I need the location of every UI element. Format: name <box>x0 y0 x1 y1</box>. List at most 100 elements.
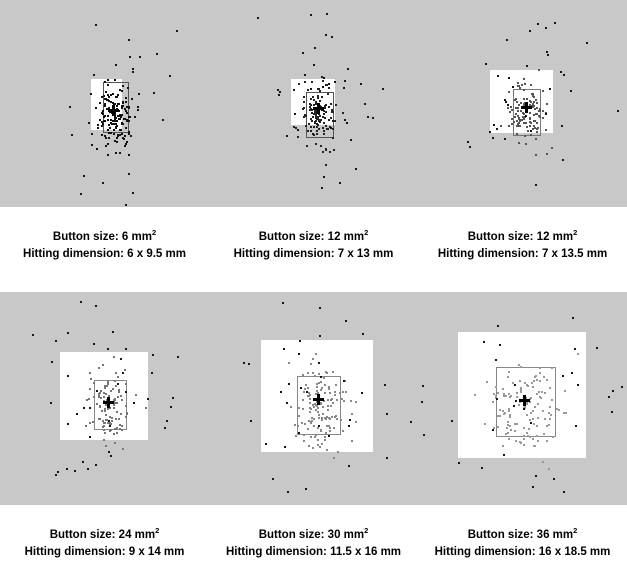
hit-point <box>114 118 116 120</box>
hit-point <box>309 407 311 409</box>
hit-point <box>495 386 497 388</box>
hit-point <box>544 392 546 394</box>
hit-point <box>526 384 528 386</box>
hit-point-outlier <box>349 419 352 422</box>
hit-point <box>324 105 326 107</box>
hit-point-outlier <box>57 471 59 473</box>
hit-point <box>117 396 119 398</box>
hit-point <box>104 98 106 100</box>
hit-point <box>523 438 525 440</box>
hit-point <box>495 397 497 399</box>
hit-point-outlier <box>132 68 135 71</box>
hit-point-outlier <box>51 361 53 363</box>
hit-point <box>99 406 101 408</box>
hit-point <box>99 392 101 394</box>
button-size-text-6: Button size: 36 mm <box>467 529 574 541</box>
hit-point-outlier <box>311 109 314 112</box>
hit-point <box>127 87 129 89</box>
hit-point <box>324 107 326 109</box>
hit-point <box>119 118 121 120</box>
hit-point <box>315 404 317 406</box>
hit-point-outlier <box>284 446 287 449</box>
hit-point <box>518 117 520 119</box>
hit-point <box>530 122 532 124</box>
hit-point <box>527 130 529 132</box>
hit-point <box>519 119 521 121</box>
hit-point <box>121 425 123 427</box>
hit-point <box>328 87 330 89</box>
hit-point <box>316 405 318 407</box>
hit-point-outlier <box>323 77 326 80</box>
hit-point <box>113 433 115 435</box>
hit-point <box>128 107 130 109</box>
hit-point <box>318 113 320 115</box>
hit-point <box>541 391 543 393</box>
hit-point <box>86 399 88 401</box>
hit-point-outlier <box>496 398 498 400</box>
hit-point <box>337 451 339 453</box>
hit-point-outlier <box>257 17 260 20</box>
hit-point-outlier <box>497 75 500 78</box>
hit-point <box>107 94 109 96</box>
hit-point <box>109 422 111 424</box>
hit-point <box>332 120 334 122</box>
hit-point <box>532 438 534 440</box>
hit-point <box>121 133 123 135</box>
hit-point-outlier <box>151 372 153 374</box>
hit-point <box>355 421 357 423</box>
hit-point <box>548 412 550 414</box>
hit-point <box>527 385 529 387</box>
hit-point <box>93 396 95 398</box>
hit-point <box>118 110 120 112</box>
hit-point <box>319 119 321 121</box>
hit-point <box>316 390 318 392</box>
hit-point <box>507 376 509 378</box>
hit-point <box>110 390 112 392</box>
hit-point <box>110 101 112 103</box>
hit-point <box>536 128 538 130</box>
hit-point-outlier <box>497 325 499 327</box>
hit-point <box>474 394 476 396</box>
hit-point-outlier <box>563 74 565 76</box>
hit-point <box>523 113 525 115</box>
hit-point-outlier <box>272 478 274 480</box>
hit-point <box>121 114 123 116</box>
hit-point <box>532 106 534 108</box>
hit-point-outlier <box>326 13 328 15</box>
hit-point-outlier <box>297 129 299 131</box>
hit-point <box>321 419 323 421</box>
hit-point <box>114 103 116 105</box>
hit-point <box>526 401 528 403</box>
hit-point-outlier <box>574 348 577 351</box>
hit-point <box>507 424 509 426</box>
hit-point <box>323 400 325 402</box>
caption-cell-5: Button size: 30 mm2 Hitting dimension: 1… <box>209 505 418 585</box>
hit-point <box>532 95 534 97</box>
hit-point-outlier <box>483 341 485 343</box>
hit-point <box>334 391 336 393</box>
hit-point-outlier <box>162 119 164 121</box>
hit-point-outlier <box>32 334 34 336</box>
hit-point <box>523 98 525 100</box>
hit-point <box>99 405 101 407</box>
hit-point <box>314 375 316 377</box>
hit-point <box>546 153 548 155</box>
hit-point-outlier <box>95 24 97 26</box>
hit-point-outlier <box>496 128 498 130</box>
hit-point <box>117 103 119 105</box>
caption-cell-6: Button size: 36 mm2 Hitting dimension: 1… <box>418 505 627 585</box>
hit-point <box>536 435 538 437</box>
hit-point <box>529 398 531 400</box>
hit-point <box>516 396 518 398</box>
hit-point <box>315 101 317 103</box>
hit-point <box>124 108 126 110</box>
hit-point-outlier <box>302 52 305 55</box>
hit-point-outlier <box>298 353 301 356</box>
hit-point-outlier <box>339 182 342 185</box>
hit-point <box>129 116 131 118</box>
hit-point <box>105 445 107 447</box>
hit-point-outlier <box>305 488 308 491</box>
hit-point <box>298 407 300 409</box>
hit-point <box>122 101 124 103</box>
hit-point <box>310 126 312 128</box>
